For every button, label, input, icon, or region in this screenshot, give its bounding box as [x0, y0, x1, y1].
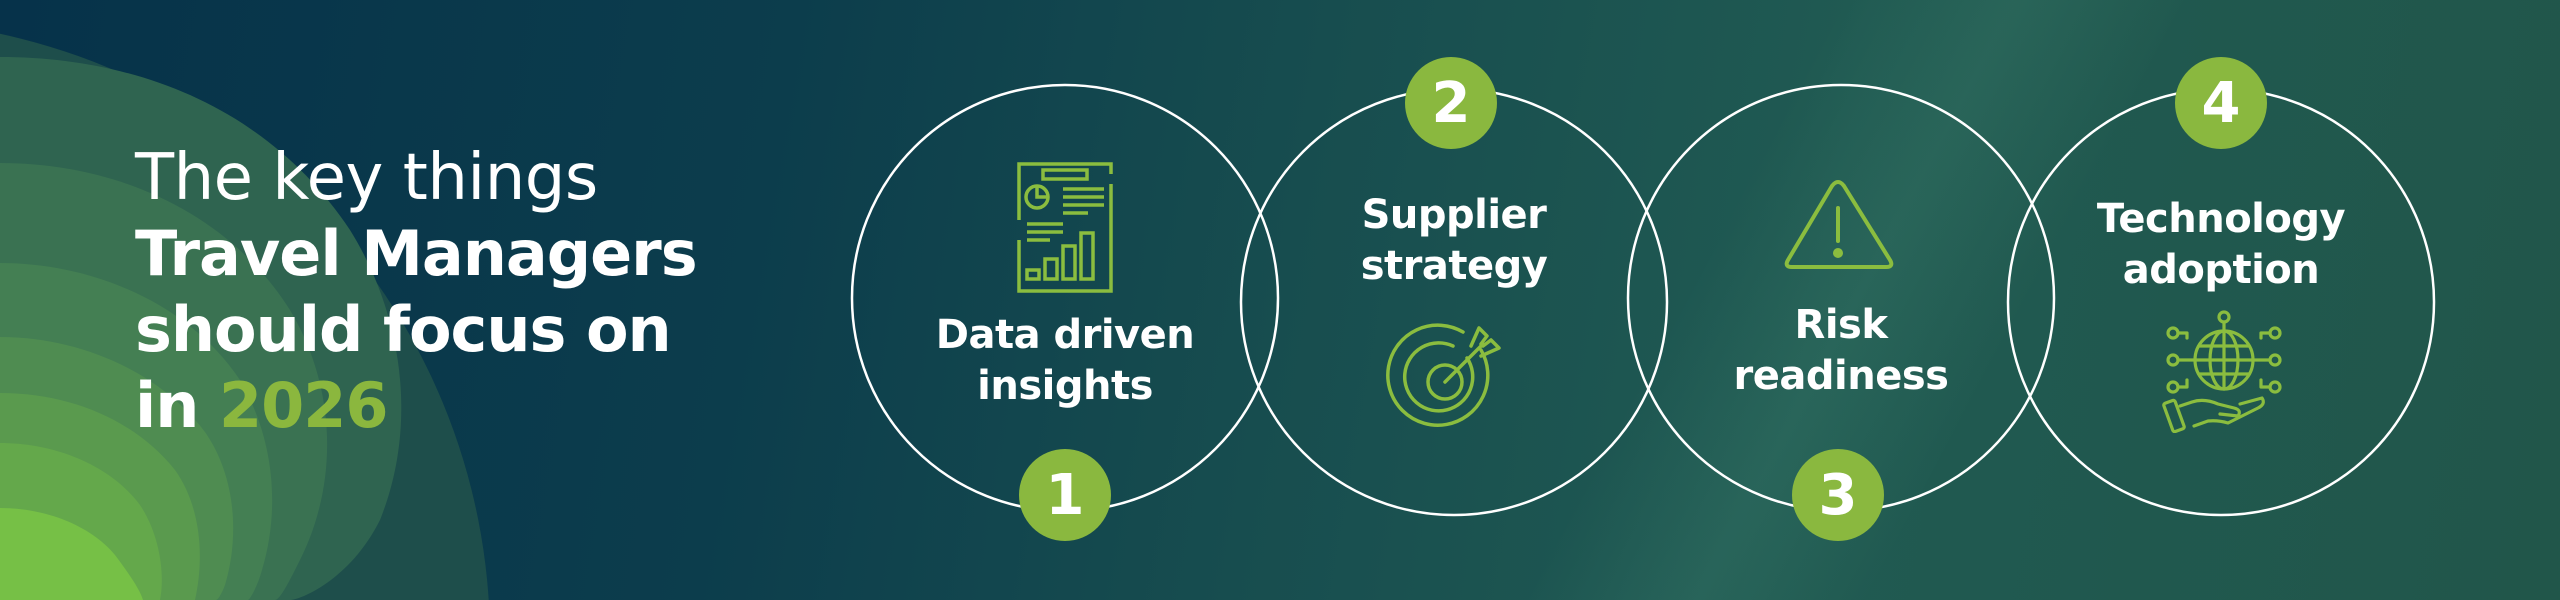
report-chart-icon: [1017, 162, 1113, 293]
circle-2-outline: [1239, 87, 1669, 517]
circle-1-outline: [850, 83, 1280, 513]
item-1-title: Data driven insights: [935, 312, 1195, 409]
headline-line-3: should focus on: [135, 293, 672, 366]
concentric-arcs-decoration: [0, 33, 489, 600]
item-4-title: Technology adoption: [2096, 196, 2346, 293]
item-2-title: Supplier strategy: [1360, 192, 1548, 289]
circle-3-outline: [1626, 83, 2056, 513]
item-3-number-badge: 3: [1792, 449, 1884, 541]
warning-triangle-icon: [1784, 180, 1894, 269]
item-3-title: Risk readiness: [1733, 302, 1949, 399]
item-4-number-badge: 4: [2175, 57, 2267, 149]
headline-line-4: in 2026: [135, 368, 697, 444]
headline-line-2: Travel Managers: [135, 217, 698, 290]
circle-4-outline: [2006, 87, 2436, 517]
target-arrow-icon: [1386, 323, 1501, 427]
headline: The key things Travel Managers should fo…: [135, 140, 698, 444]
headline-line-1: The key things: [135, 141, 598, 215]
item-1-number-badge: 1: [1019, 449, 1111, 541]
globe-network-hand-icon: [2162, 310, 2282, 433]
headline-year: 2026: [218, 369, 389, 442]
headline-line-4-prefix: in: [135, 369, 219, 442]
item-2-number-badge: 2: [1405, 57, 1497, 149]
